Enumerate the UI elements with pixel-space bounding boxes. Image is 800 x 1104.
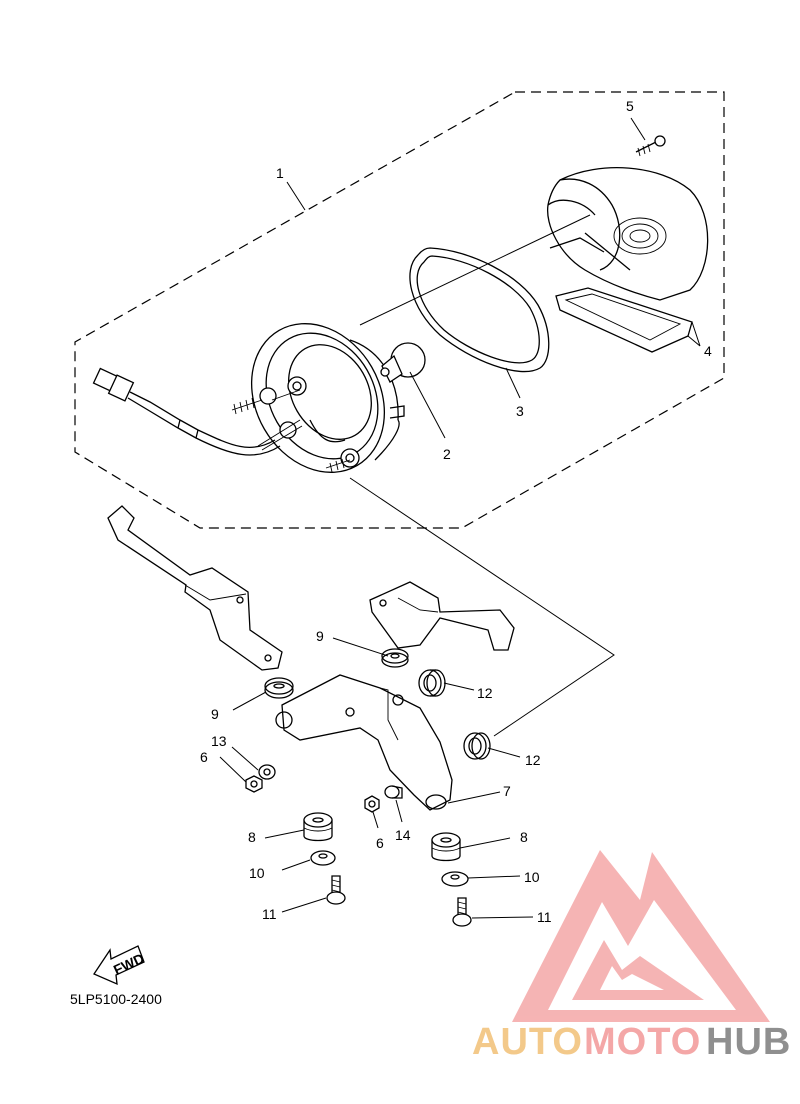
callout-2: 2: [443, 446, 451, 462]
watermark-hub: HUB: [706, 1021, 791, 1063]
wire-harness: [92, 367, 303, 456]
nut-6-center: [364, 795, 380, 813]
callout-3: 3: [516, 403, 524, 419]
fwd-arrow-icon: FWD: [93, 945, 147, 986]
leader-lines: [219, 117, 701, 919]
damper-9-upper: [381, 648, 409, 668]
callout-8-left: 8: [248, 829, 256, 845]
washer-10-right: [441, 871, 469, 887]
callout-12-lower: 12: [525, 752, 541, 768]
lens: [546, 167, 709, 353]
callout-7: 7: [503, 783, 511, 799]
callout-8-right: 8: [520, 829, 528, 845]
callout-12-upper: 12: [477, 685, 493, 701]
damper-8-left: [303, 812, 333, 842]
callout-5: 5: [626, 98, 634, 114]
callout-11-left: 11: [262, 906, 277, 922]
watermark-wordmark: AUTO MOTO HUB: [472, 1021, 791, 1063]
callout-labels: 1 2 3 4 5 6 6 7 8 8 9 9 10 10 11 11 12 1…: [200, 98, 712, 925]
taillight-bracket: [275, 674, 453, 811]
washer-10-left: [310, 850, 336, 866]
grommet-12-upper: [418, 669, 446, 697]
frame-bracket-left: [107, 505, 283, 671]
callout-13: 13: [211, 733, 227, 749]
washer-14: [384, 785, 403, 799]
bolt-11-right: [452, 897, 472, 927]
callout-9-upper: 9: [316, 628, 324, 644]
callout-1: 1: [276, 165, 284, 181]
damper-9-lower: [264, 677, 294, 699]
watermark-auto: AUTO: [472, 1021, 583, 1063]
gasket: [409, 247, 550, 373]
watermark-logo-icon: [512, 850, 770, 1022]
taillight-base-housing: [231, 323, 405, 473]
callout-9-lower: 9: [211, 706, 219, 722]
assembly-1-boundary: [74, 91, 725, 529]
callout-10-left: 10: [249, 865, 265, 881]
callout-11-right: 11: [537, 909, 552, 925]
nut-6-left: [245, 775, 263, 793]
callout-14: 14: [395, 827, 411, 843]
fwd-label: FWD: [111, 950, 147, 978]
bolt-11-left: [326, 875, 346, 905]
alignment-line-lower: [349, 477, 615, 737]
frame-bracket-right: [369, 581, 515, 651]
bulb: [380, 342, 426, 383]
grommet-12-lower: [463, 732, 491, 760]
callout-10-right: 10: [524, 869, 540, 885]
damper-8-right: [431, 832, 461, 862]
lens-screw: [635, 135, 666, 157]
part-code: 5LP5100-2400: [70, 991, 162, 1007]
callout-4: 4: [704, 343, 712, 359]
watermark-moto: MOTO: [584, 1021, 701, 1063]
washer-13: [258, 764, 276, 780]
callout-6-center: 6: [376, 835, 384, 851]
callout-6-left: 6: [200, 749, 208, 765]
alignment-line-upper: [359, 214, 591, 326]
